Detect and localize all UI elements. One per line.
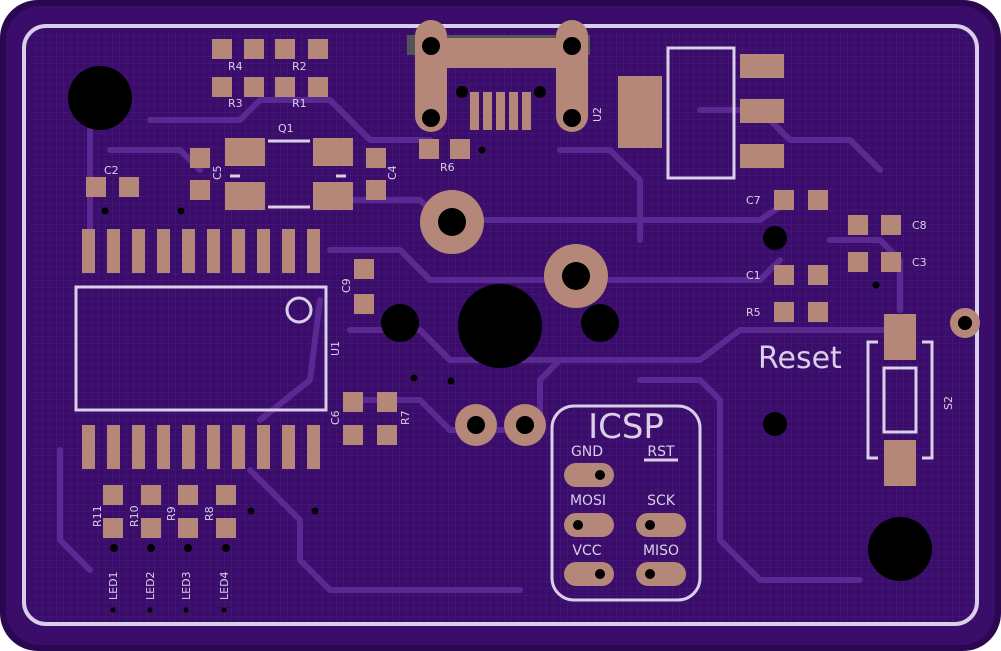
label-c6: C6 [329, 410, 342, 425]
large-th-pads [381, 190, 980, 446]
label-r7: R7 [399, 410, 412, 425]
label-c1: C1 [746, 269, 761, 282]
icsp-pin-rst: RST [647, 444, 675, 460]
label-c3: C3 [912, 256, 927, 269]
label-r1: R1 [292, 97, 307, 110]
label-r6: R6 [440, 161, 455, 174]
label-r9: R9 [165, 506, 178, 521]
label-q1: Q1 [278, 122, 294, 135]
icsp-title: ICSP [588, 407, 664, 447]
label-led4: LED4 [218, 571, 231, 600]
icsp-pin-mosi: MOSI [570, 493, 606, 509]
icsp-pin-miso: MISO [643, 543, 679, 559]
label-c7: C7 [746, 194, 761, 207]
label-c4: C4 [386, 165, 399, 180]
icsp-pads [564, 463, 686, 586]
label-r4: R4 [228, 60, 243, 73]
label-led3: LED3 [180, 571, 193, 600]
mounting-hole-icon [458, 284, 542, 368]
label-r11: R11 [91, 505, 104, 527]
label-c9: C9 [340, 278, 353, 293]
via-icon [101, 146, 880, 613]
mounting-hole-icon [68, 66, 132, 130]
reset-label: Reset [758, 341, 842, 376]
label-c8: C8 [912, 219, 927, 232]
label-c5: C5 [211, 165, 224, 180]
icsp-pin-vcc: VCC [572, 543, 601, 559]
label-s2: S2 [942, 396, 955, 410]
label-r2: R2 [292, 60, 307, 73]
label-led1: LED1 [107, 571, 120, 600]
label-r10: R10 [128, 505, 141, 527]
silkscreen-outlines [74, 46, 934, 602]
usb-connector [407, 20, 590, 132]
label-r5: R5 [746, 306, 761, 319]
label-led2: LED2 [144, 571, 157, 600]
mounting-hole-icon [868, 517, 932, 581]
label-c2: C2 [104, 164, 119, 177]
label-r3: R3 [228, 97, 243, 110]
icsp-pin-sck: SCK [647, 493, 676, 509]
silkscreen-labels: R4 R2 R3 R1 Q1 C2 C5 C4 R6 U2 C7 C8 C1 C… [91, 60, 955, 600]
label-r8: R8 [203, 506, 216, 521]
label-u2: U2 [591, 107, 604, 122]
label-u1: U1 [329, 341, 342, 356]
icsp-pin-gnd: GND [571, 444, 603, 460]
smd-pads [82, 39, 916, 538]
